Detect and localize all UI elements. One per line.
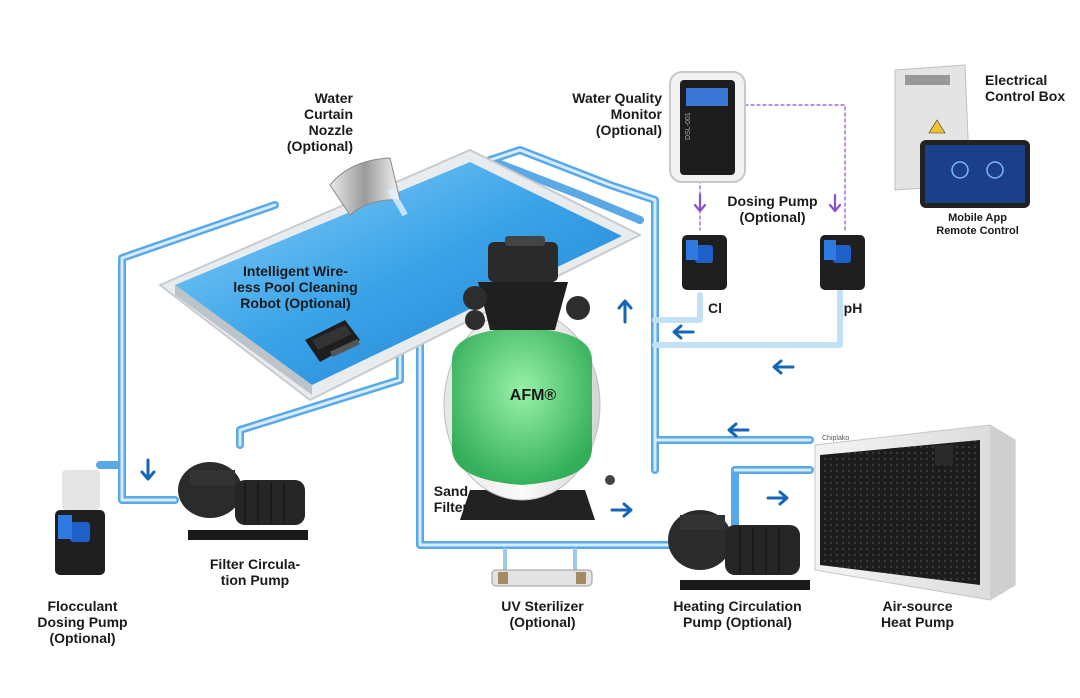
signal-arrows [693, 193, 842, 213]
label-line: (Optional) [509, 614, 576, 630]
pool-cleaning-robot [305, 320, 360, 362]
air-source-heat-pump: Chiplako [814, 424, 1016, 601]
arrow-icon [727, 422, 750, 438]
arrow-icon [617, 299, 633, 324]
afm-label: AFM® [510, 387, 557, 404]
cl-label: Cl [708, 300, 722, 316]
dosing-pump-ph [820, 235, 865, 290]
mobile-app-label: Mobile App Remote Control [920, 212, 1035, 238]
label-line: (Optional) [739, 209, 806, 225]
label-line: Curtain [304, 106, 353, 122]
label-line: Control Box [985, 88, 1066, 104]
label-line: Filter Circula- [209, 556, 301, 572]
uv-sterilizer [491, 548, 593, 587]
label-line: Monitor [610, 106, 662, 122]
arrow-down-icon [693, 193, 707, 213]
heat-pump-brand: Chiplako [822, 435, 849, 442]
label-line: Heat Pump [880, 614, 955, 630]
filter-circulation-pump [178, 462, 308, 540]
label-line: Sand [433, 483, 468, 499]
robot-label: Intelligent Wire- less Pool Cleaning Rob… [228, 263, 363, 311]
monitor-model-text: DSL-001 [685, 112, 692, 140]
label-line: Flocculant [47, 598, 118, 614]
label-line: Water [314, 90, 353, 106]
heat-pump-label: Air-source Heat Pump [865, 598, 970, 630]
label-line: Air-source [882, 598, 953, 614]
water-curtain-nozzle [329, 157, 408, 217]
label-line: UV Sterilizer [501, 598, 584, 614]
arrow-down-icon [828, 193, 842, 213]
water-curtain-label: Water Curtain Nozzle (Optional) [255, 90, 353, 154]
filter-pump-label: Filter Circula- tion Pump [195, 556, 315, 588]
arrow-icon [610, 502, 633, 518]
label-line: (Optional) [595, 122, 662, 138]
water-quality-monitor: DSL-001 [669, 71, 746, 183]
label-line: Dosing Pump [37, 614, 128, 630]
mobile-app-tablet [920, 140, 1030, 208]
pipe-network [96, 104, 846, 549]
label-line: Dosing Pump [727, 193, 818, 209]
heating-pump-label: Heating Circulation Pump (Optional) [665, 598, 810, 630]
label-line: Pump (Optional) [683, 614, 792, 630]
label-line: Heating Circulation [673, 598, 802, 614]
arrow-icon [766, 490, 789, 506]
arrow-icon [672, 324, 695, 340]
label-line: Filter [433, 499, 468, 515]
ph-label: pH [843, 300, 863, 316]
label-line: (Optional) [49, 630, 116, 646]
label-line: tion Pump [220, 572, 290, 588]
label-line: Nozzle [308, 122, 353, 138]
label-line: Electrical [985, 72, 1048, 88]
arrow-icon [140, 458, 156, 481]
uv-sterilizer-label: UV Sterilizer (Optional) [490, 598, 595, 630]
sand-filter [443, 236, 615, 520]
water-quality-label: Water Quality Monitor (Optional) [540, 90, 662, 138]
flow-arrows [140, 299, 795, 518]
label-line: Mobile App [948, 212, 1007, 224]
label-line: Intelligent Wire- [243, 263, 348, 279]
electrical-box-label: Electrical Control Box [985, 72, 1075, 104]
flocculant-dosing-pump [55, 470, 105, 575]
heating-circulation-pump [668, 510, 810, 590]
label-line: less Pool Cleaning [233, 279, 358, 295]
flocculant-label: Flocculant Dosing Pump (Optional) [25, 598, 140, 646]
label-line: Water Quality [572, 90, 662, 106]
label-line: (Optional) [286, 138, 353, 154]
swimming-pool [158, 148, 643, 402]
dosing-pump-label: Dosing Pump (Optional) [720, 193, 825, 225]
label-line: Robot (Optional) [240, 295, 351, 311]
dosing-pump-cl [682, 235, 727, 290]
sand-filter-label: Sand Filter [420, 483, 468, 515]
label-line: Remote Control [936, 225, 1019, 237]
arrow-icon [772, 359, 795, 375]
